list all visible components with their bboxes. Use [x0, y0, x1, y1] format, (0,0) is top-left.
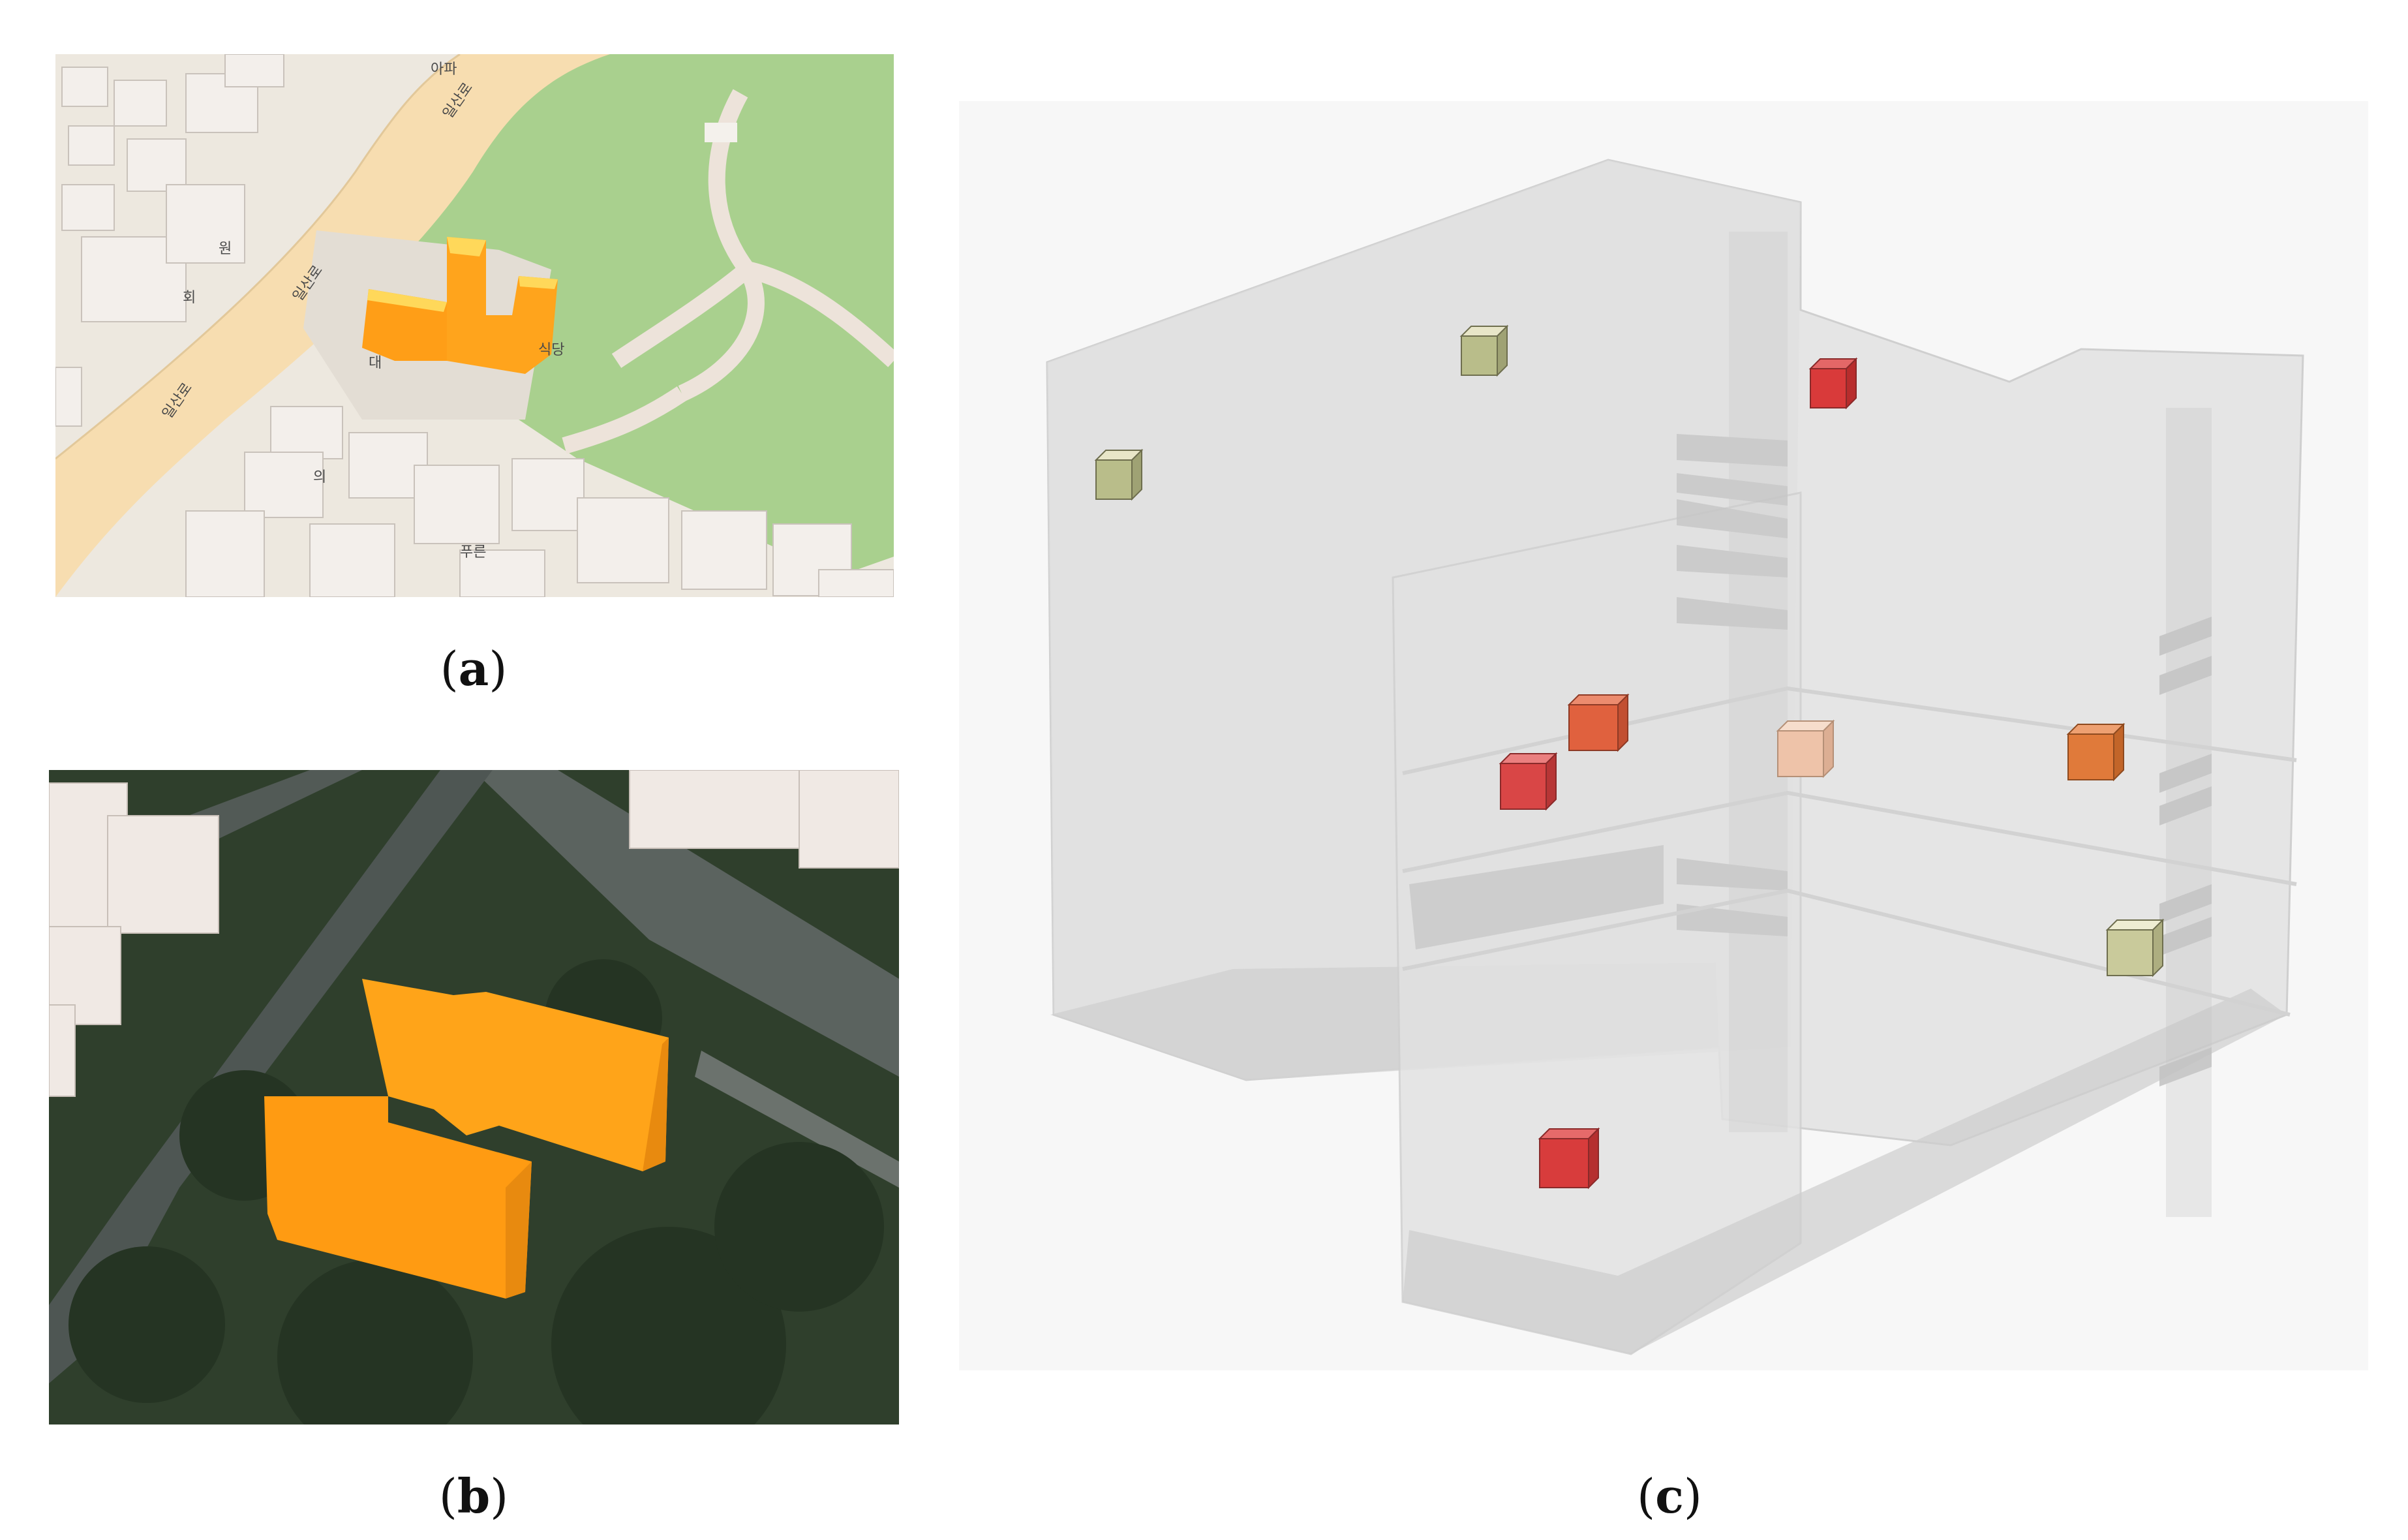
caption-paren: ( — [438, 1469, 457, 1524]
building — [414, 465, 500, 544]
caption-paren: ) — [490, 1469, 509, 1524]
indoor-3d-model-view — [959, 101, 2368, 1370]
sensor-cube — [1538, 1127, 1600, 1190]
place-label: 회 — [183, 290, 196, 306]
front-floor — [1403, 989, 2287, 1354]
caption-paren: ( — [440, 641, 459, 696]
building — [244, 452, 324, 518]
place-label: 푸른 — [460, 544, 486, 561]
caption-b: (b) — [376, 1468, 572, 1524]
sensor-cube — [1776, 719, 1835, 778]
building — [309, 523, 395, 597]
place-label: 대 — [369, 355, 382, 371]
building-shell — [1046, 159, 2304, 1355]
buildings-bottom — [185, 406, 894, 597]
building — [799, 770, 899, 869]
basemap-3d-canvas: 일산로 일산로 일산로 대 식당 푸른 의 회 원 아파 — [55, 54, 894, 597]
sensor-cube — [2066, 722, 2126, 782]
sensor-cube — [1459, 324, 1509, 377]
place-label: 의 — [313, 469, 326, 485]
building — [68, 125, 115, 166]
stair-core-right — [2159, 408, 2212, 1217]
caption-c: (c) — [1572, 1468, 1767, 1524]
building — [114, 80, 167, 127]
buildings-left — [55, 54, 284, 427]
sensor-cube — [1499, 752, 1558, 811]
sensor-markers — [1094, 324, 2165, 1190]
park-paths — [562, 89, 894, 454]
caption-paren: ) — [489, 641, 508, 696]
building — [185, 510, 265, 597]
building — [127, 138, 187, 192]
building — [681, 510, 767, 590]
caption-paren: ) — [1683, 1469, 1703, 1524]
building — [61, 184, 115, 231]
parking-strip — [695, 1051, 899, 1188]
building — [55, 367, 82, 427]
caption-letter: a — [458, 641, 489, 696]
building — [459, 549, 545, 597]
sensor-cube — [1094, 448, 1144, 501]
highlighted-building — [264, 979, 669, 1299]
building — [166, 184, 245, 264]
satellite-canvas — [49, 770, 899, 1424]
place-label: 원 — [219, 241, 232, 257]
main-road — [473, 770, 899, 1077]
park-pavilion — [705, 123, 737, 142]
building — [49, 1004, 76, 1097]
dark-slab — [1409, 845, 1664, 949]
indoor-model-canvas — [959, 101, 2368, 1370]
building — [577, 497, 669, 583]
building — [270, 406, 343, 459]
basemap-3d-view: 일산로 일산로 일산로 대 식당 푸른 의 회 원 아파 — [55, 54, 894, 597]
sensor-cube — [1567, 693, 1630, 752]
building — [818, 569, 894, 597]
building — [107, 815, 219, 934]
highlighted-building — [362, 237, 558, 374]
caption-letter: b — [457, 1468, 491, 1524]
satellite-3d-view — [49, 770, 899, 1424]
caption-a: (a) — [376, 641, 572, 696]
building — [629, 770, 806, 849]
park-area — [395, 54, 894, 576]
stair-core-left — [1677, 232, 1788, 1132]
sensor-cube — [1808, 357, 1858, 410]
caption-letter: c — [1655, 1468, 1684, 1524]
road-edge — [55, 54, 461, 460]
buildings — [49, 770, 899, 1097]
caption-paren: ( — [1636, 1469, 1656, 1524]
sensor-cube — [2105, 918, 2165, 978]
building — [511, 458, 585, 531]
building — [224, 54, 284, 87]
building — [61, 67, 108, 107]
place-label: 식당 — [538, 342, 564, 358]
place-label: 아파 — [431, 61, 457, 78]
